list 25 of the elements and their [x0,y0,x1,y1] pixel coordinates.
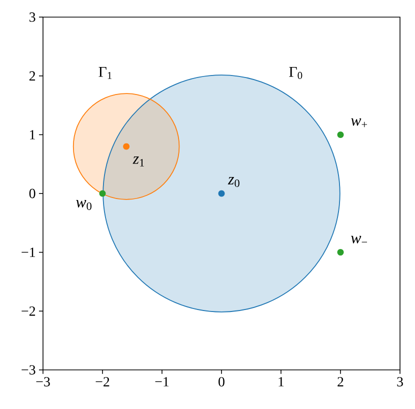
point-marker [123,143,130,150]
tick-label: 1 [30,130,35,140]
point-label: w$_{0}$ [76,200,92,210]
tick-label: 1 [278,377,284,386]
point-marker [337,131,344,138]
tick-label: 0 [218,377,224,386]
tick-label: −1 [22,248,35,257]
tick-label: 0 [29,188,36,198]
tick-label: 2 [338,377,344,386]
tick-label: 2 [29,71,36,81]
tick-label: 3 [30,12,36,22]
point-marker [337,249,344,256]
point-label: z$_{1}$ [132,156,144,166]
point-label: w$_{−}$ [351,236,367,244]
tick-label: −1 [155,377,169,386]
point-marker [218,190,225,197]
tick-label: −2 [96,377,110,386]
point-label: w$_{+}$ [351,118,367,128]
tick-label: −3 [22,365,36,375]
tick-label: 3 [397,377,403,386]
tick-label: −3 [36,377,50,386]
tick-label: −2 [22,306,36,316]
node-label: Γ [289,66,297,77]
node-label: Γ$_{1}$ [98,66,112,79]
point-label: z$_{0}$ [228,177,240,188]
